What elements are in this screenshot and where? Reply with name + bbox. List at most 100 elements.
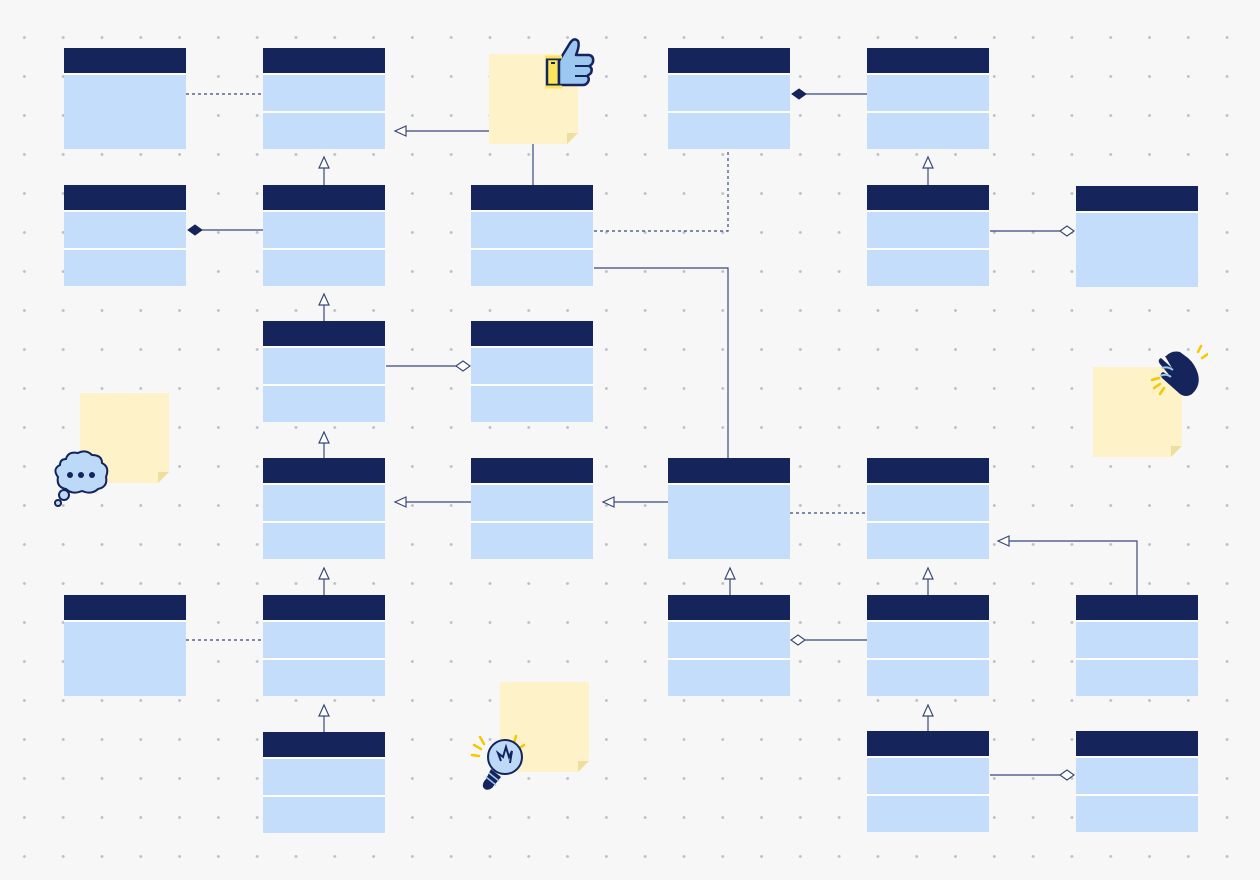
class-box[interactable] <box>471 185 593 286</box>
class-methods <box>1076 794 1198 832</box>
class-methods <box>263 384 385 422</box>
class-attributes <box>263 346 385 384</box>
class-methods <box>668 658 790 696</box>
class-box[interactable] <box>263 595 385 696</box>
class-header <box>668 458 790 483</box>
class-box[interactable] <box>668 48 790 149</box>
class-methods <box>263 248 385 286</box>
class-attributes <box>1076 756 1198 794</box>
class-box[interactable] <box>668 595 790 696</box>
class-box[interactable] <box>471 458 593 559</box>
class-header <box>263 732 385 757</box>
class-attributes <box>471 346 593 384</box>
class-box[interactable] <box>64 595 186 696</box>
class-methods <box>867 111 989 149</box>
class-header <box>471 458 593 483</box>
class-header <box>668 48 790 73</box>
class-methods <box>263 521 385 559</box>
dependency-line <box>594 150 729 232</box>
class-body <box>1076 211 1198 287</box>
class-attributes <box>263 210 385 248</box>
class-box[interactable] <box>867 458 989 559</box>
class-box[interactable] <box>867 185 989 286</box>
class-box[interactable] <box>471 321 593 422</box>
class-attributes <box>1076 620 1198 658</box>
class-attributes <box>263 757 385 795</box>
class-methods <box>471 384 593 422</box>
class-attributes <box>867 73 989 111</box>
class-header <box>867 458 989 483</box>
thought-bubble-icon[interactable] <box>52 449 112 507</box>
class-methods <box>471 521 593 559</box>
class-header <box>668 595 790 620</box>
class-methods <box>263 111 385 149</box>
class-header <box>64 185 186 210</box>
class-box[interactable] <box>1076 186 1198 287</box>
class-attributes <box>867 620 989 658</box>
class-header <box>867 595 989 620</box>
class-box[interactable] <box>64 48 186 149</box>
class-attributes <box>263 620 385 658</box>
class-box[interactable] <box>263 185 385 286</box>
class-attributes <box>867 756 989 794</box>
class-box[interactable] <box>867 48 989 149</box>
class-methods <box>668 111 790 149</box>
thumbs-up-icon[interactable] <box>539 33 597 91</box>
class-box[interactable] <box>263 48 385 149</box>
class-attributes <box>64 210 186 248</box>
class-header <box>867 48 989 73</box>
class-body <box>64 620 186 696</box>
class-header <box>263 321 385 346</box>
class-header <box>1076 595 1198 620</box>
class-header <box>471 185 593 210</box>
class-methods <box>263 795 385 833</box>
class-box[interactable] <box>668 458 790 559</box>
note-fold <box>567 133 578 144</box>
class-attributes <box>471 210 593 248</box>
class-header <box>1076 731 1198 756</box>
class-methods <box>263 658 385 696</box>
class-header <box>263 595 385 620</box>
waving-hand-icon[interactable] <box>1148 342 1208 402</box>
light-bulb-icon[interactable] <box>468 733 530 795</box>
note-fold <box>1171 446 1182 457</box>
class-header <box>64 595 186 620</box>
class-methods <box>1076 658 1198 696</box>
class-header <box>867 185 989 210</box>
class-box[interactable] <box>867 731 989 832</box>
note-fold <box>578 761 589 772</box>
class-attributes <box>263 73 385 111</box>
class-header <box>263 458 385 483</box>
class-methods <box>867 248 989 286</box>
class-box[interactable] <box>1076 731 1198 832</box>
class-body <box>668 483 790 559</box>
class-attributes <box>867 210 989 248</box>
class-header <box>1076 186 1198 211</box>
class-attributes <box>867 483 989 521</box>
class-body <box>64 73 186 149</box>
class-box[interactable] <box>867 595 989 696</box>
class-methods <box>867 521 989 559</box>
class-methods <box>867 794 989 832</box>
class-box[interactable] <box>263 458 385 559</box>
class-methods <box>64 248 186 286</box>
class-box[interactable] <box>263 321 385 422</box>
class-methods <box>471 248 593 286</box>
class-attributes <box>471 483 593 521</box>
class-attributes <box>263 483 385 521</box>
class-box[interactable] <box>64 185 186 286</box>
class-header <box>263 48 385 73</box>
class-header <box>64 48 186 73</box>
class-header <box>263 185 385 210</box>
class-methods <box>867 658 989 696</box>
association-line <box>594 267 729 459</box>
class-attributes <box>668 620 790 658</box>
class-header <box>867 731 989 756</box>
note-fold <box>158 472 169 483</box>
class-attributes <box>668 73 790 111</box>
class-box[interactable] <box>1076 595 1198 696</box>
class-box[interactable] <box>263 732 385 833</box>
class-header <box>471 321 593 346</box>
